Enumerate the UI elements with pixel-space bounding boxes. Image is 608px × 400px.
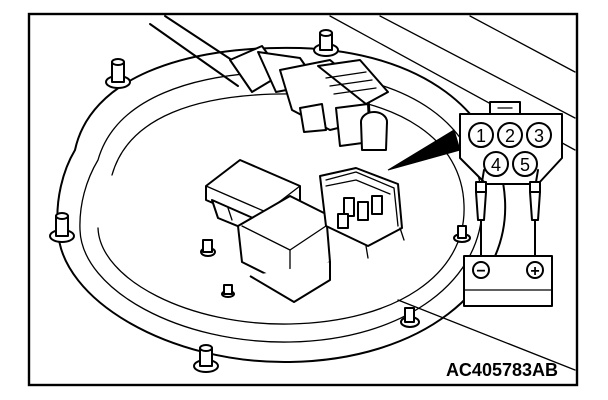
battery-negative-label: −	[476, 263, 485, 280]
pump-connector-terminal	[319, 167, 405, 259]
hose-quick-connector	[279, 59, 389, 151]
pin-2	[497, 122, 523, 148]
pin-4	[483, 151, 509, 177]
pin-1	[468, 122, 494, 148]
pin-label-2: 2	[505, 126, 515, 146]
pin-3	[526, 122, 552, 148]
pin-label-3: 3	[534, 126, 544, 146]
battery-positive-terminal	[526, 261, 544, 279]
bolt-right-upper	[453, 225, 471, 243]
figure-code: AC405783AB	[446, 360, 558, 380]
pin-5	[512, 151, 538, 177]
bolt-left	[49, 212, 75, 243]
pin-label-1: 1	[476, 126, 486, 146]
battery-positive-label: +	[530, 263, 539, 280]
bolt-right-lower	[400, 307, 420, 328]
test-probe-icon	[475, 169, 541, 257]
arrow-pointer-icon	[387, 129, 461, 171]
connector-icon: 1 2 3 4 5	[459, 101, 563, 185]
battery-icon: − +	[463, 255, 553, 307]
bolt-top-left	[105, 58, 131, 89]
stud-lower	[221, 284, 235, 298]
bolt-bottom	[193, 344, 219, 373]
pin-label-5: 5	[520, 155, 530, 175]
battery-negative-terminal	[472, 261, 490, 279]
pin-label-4: 4	[491, 155, 501, 175]
pump-connector-housing	[205, 159, 331, 303]
stud-center	[200, 239, 216, 257]
bolt-top-center	[313, 29, 339, 57]
